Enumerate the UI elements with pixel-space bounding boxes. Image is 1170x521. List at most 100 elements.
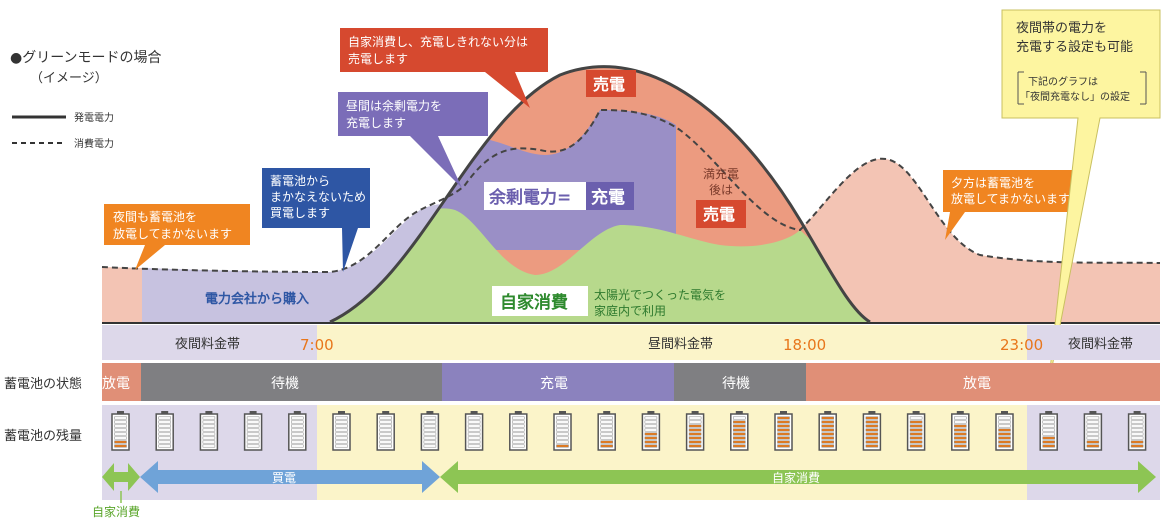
battery-cell-empty xyxy=(423,436,437,440)
self-consumption-box xyxy=(492,286,588,316)
battery-cell-filled xyxy=(821,432,834,436)
battery-cell-filled xyxy=(954,436,967,440)
battery-cell-filled xyxy=(821,440,834,444)
battery-cell-empty xyxy=(291,444,304,448)
battery-cell-filled xyxy=(644,432,658,436)
generation-curve xyxy=(329,65,871,324)
battery-cell-filled xyxy=(688,428,702,432)
battery-cell-empty xyxy=(1086,436,1100,440)
battery-cap xyxy=(868,411,876,414)
battery-cell-empty xyxy=(379,416,392,420)
battery-icon xyxy=(774,411,793,451)
battery-icon xyxy=(332,411,351,451)
time-7-label: 7:00 xyxy=(300,336,334,354)
battery-cap xyxy=(382,411,390,414)
battery-cell-filled xyxy=(777,444,790,448)
battery-cell-empty xyxy=(335,432,348,436)
battery-cell-filled xyxy=(954,428,967,432)
battery-cap xyxy=(161,411,169,414)
callout-buy-line3: 買電します xyxy=(270,206,330,220)
surplus-label: 余剰電力= xyxy=(488,187,571,208)
battery-cell-filled xyxy=(114,440,127,444)
battery-cell-empty xyxy=(512,420,525,424)
battery-icon xyxy=(1083,411,1103,451)
surplus-charge-box xyxy=(586,182,634,210)
battery-cell-filled xyxy=(733,440,746,444)
battery-cell-empty xyxy=(379,420,392,424)
battery-level-row: 蓄電池の残量 xyxy=(4,405,1160,500)
battery-cell-empty xyxy=(335,428,348,432)
battery-cell-empty xyxy=(379,444,392,448)
battery-cell-empty xyxy=(512,416,525,420)
battery-cell-empty xyxy=(998,420,1011,424)
battery-cap xyxy=(691,411,699,414)
flow-arrows: 買電 自家消費 自家消費 xyxy=(92,461,1156,519)
battery-cell-filled xyxy=(821,428,834,432)
battery-cell-empty xyxy=(114,428,127,432)
callout-night-charge-line2: 充電する設定も可能 xyxy=(1016,39,1133,55)
battery-icon xyxy=(906,411,926,451)
battery-cell-filled xyxy=(865,420,879,424)
battery-cell-empty xyxy=(512,432,525,436)
battery-cell-filled xyxy=(821,444,834,448)
battery-cell-filled xyxy=(688,444,702,448)
battery-cap xyxy=(780,411,787,414)
battery-cell-empty xyxy=(512,428,525,432)
day-band xyxy=(317,325,1027,360)
battery-cell-filled xyxy=(114,444,127,448)
time-23-label: 23:00 xyxy=(1000,336,1043,354)
solar-note-line2: 家庭内で利用 xyxy=(594,303,666,318)
battery-cell-empty xyxy=(556,424,569,428)
battery-cell-filled xyxy=(998,432,1011,436)
battery-cell-empty xyxy=(644,420,658,424)
battery-cap xyxy=(470,411,478,414)
curves xyxy=(101,65,1161,324)
buy-from-utility-label: 電力会社から購入 xyxy=(205,291,309,307)
battery-cell-filled xyxy=(909,428,923,432)
battery-cell-filled xyxy=(954,424,967,428)
battery-cell-filled xyxy=(821,420,834,424)
battery-cap xyxy=(824,411,832,414)
battery-cell-filled xyxy=(865,428,879,432)
callout-night-charge-option xyxy=(1001,9,1161,389)
callout-sell-line2: 売電します xyxy=(348,51,408,66)
battery-cell-filled xyxy=(865,440,879,444)
battery-cell-empty xyxy=(954,416,967,420)
surplus-charge-label: 充電 xyxy=(591,187,625,208)
battery-cell-empty xyxy=(467,424,481,428)
battery-cell-filled xyxy=(688,432,702,436)
battery-cell-filled xyxy=(865,444,879,448)
battery-cell-filled xyxy=(954,440,967,444)
battery-cell-filled xyxy=(909,436,923,440)
surplus-box xyxy=(484,182,586,210)
battery-cell-filled xyxy=(777,424,790,428)
battery-cap xyxy=(1089,411,1097,414)
battery-cell-filled xyxy=(733,428,746,432)
battery-cell-empty xyxy=(1042,428,1055,432)
battery-cell-empty xyxy=(467,444,481,448)
sell-top-label: 売電 xyxy=(593,75,625,94)
battery-cell-empty xyxy=(512,424,525,428)
battery-icon xyxy=(111,411,130,451)
callout-evening-line1: 夕方は蓄電池を xyxy=(951,175,1035,190)
battery-cell-empty xyxy=(246,444,260,448)
battery-cell-filled xyxy=(556,444,569,448)
solar-note-line1: 太陽光でつくった電気を xyxy=(594,287,726,302)
battery-cell-filled xyxy=(688,440,702,444)
battery-cell-empty xyxy=(202,420,216,424)
battery-cell-filled xyxy=(733,424,746,428)
callouts: 夜間も蓄電池を 放電してまかないます 蓄電池から まかなえないため 買電します … xyxy=(104,9,1161,389)
legend-subtitle: （イメージ） xyxy=(30,71,108,86)
battery-cell-empty xyxy=(909,416,923,420)
battery-cell-empty xyxy=(644,428,658,432)
battery-cell-filled xyxy=(865,424,879,428)
battery-cell-filled xyxy=(777,428,790,432)
battery-cell-empty xyxy=(600,432,613,436)
battery-cell-empty xyxy=(1130,424,1144,428)
battery-icon xyxy=(951,411,970,451)
battery-cell-empty xyxy=(423,416,437,420)
state-seg-discharge-left xyxy=(102,363,141,401)
callout-night-charge-line1: 夜間帯の電力を xyxy=(1016,21,1107,36)
legend-title: ●グリーンモードの場合 xyxy=(10,50,162,66)
